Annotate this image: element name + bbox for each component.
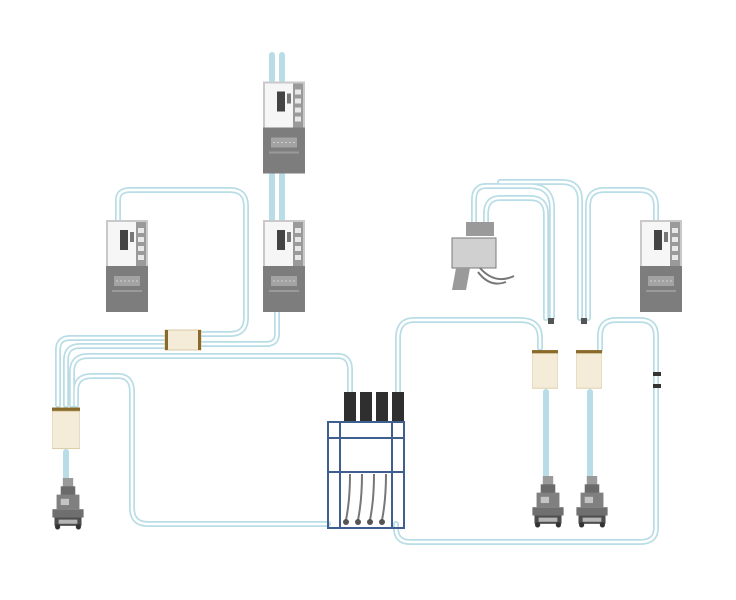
valve-mark — [548, 318, 554, 324]
hopper-loader-top — [263, 80, 305, 175]
molding-machine-left — [52, 478, 84, 530]
inline-filter-left — [52, 407, 80, 450]
hopper-loader-right — [640, 220, 682, 312]
inline-filter-right-1 — [532, 349, 558, 389]
inline-filter-horizontal — [164, 329, 202, 351]
distribution-manifold — [327, 392, 405, 529]
hopper-loader-middle — [263, 220, 305, 312]
molding-machine-right-2 — [576, 476, 608, 528]
conveying-tubes — [55, 52, 659, 545]
valve-mark — [653, 384, 661, 388]
hopper-receiver — [451, 222, 515, 290]
inline-filter-right-2 — [576, 349, 602, 389]
hopper-loader-left — [106, 220, 148, 312]
molding-machine-right-1 — [532, 476, 564, 528]
valve-mark — [581, 318, 587, 324]
valve-mark — [653, 372, 661, 376]
